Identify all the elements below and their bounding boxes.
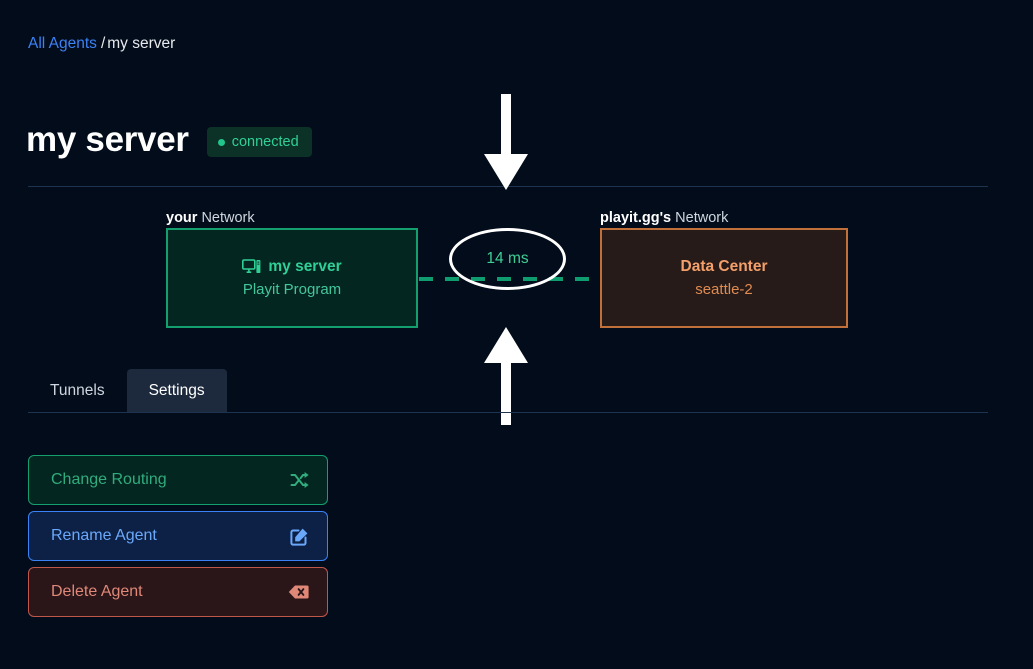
status-badge-label: connected xyxy=(231,134,299,150)
playit-network-label-rest: Network xyxy=(671,210,729,226)
your-network-label: your Network xyxy=(166,209,255,227)
network-diagram: your Network playit.gg's Network xyxy=(0,198,1033,343)
latency-value: 14 ms xyxy=(486,250,529,267)
backspace-delete-icon xyxy=(288,584,309,600)
rename-agent-button[interactable]: Rename Agent xyxy=(28,511,328,561)
node-my-server-subtitle: Playit Program xyxy=(242,280,342,298)
tab-bar-underline xyxy=(28,412,988,413)
title-row: my server connected xyxy=(26,118,312,162)
tab-bar: Tunnels Settings xyxy=(28,369,227,413)
arrow-up-icon xyxy=(478,325,534,430)
delete-agent-label: Delete Agent xyxy=(51,583,143,600)
latency-bubble: 14 ms xyxy=(449,228,566,290)
breadcrumb: All Agents/my server xyxy=(28,34,175,54)
edit-pencil-icon xyxy=(290,527,309,546)
breadcrumb-separator: / xyxy=(100,35,106,52)
delete-agent-button[interactable]: Delete Agent xyxy=(28,567,328,617)
your-network-label-rest: Network xyxy=(197,210,255,226)
tab-tunnels[interactable]: Tunnels xyxy=(28,369,127,413)
your-network-label-strong: your xyxy=(166,210,198,226)
breadcrumb-current: my server xyxy=(107,35,176,52)
node-my-server-title: my server xyxy=(268,257,342,275)
settings-actions: Change Routing Rename Agent xyxy=(28,455,328,617)
status-badge: connected xyxy=(206,127,312,157)
node-data-center: Data Center seattle-2 xyxy=(600,228,848,328)
status-dot-icon xyxy=(217,138,225,146)
playit-network-label-strong: playit.gg's xyxy=(600,210,672,226)
node-data-center-subtitle: seattle-2 xyxy=(695,280,753,298)
tab-settings[interactable]: Settings xyxy=(126,369,227,413)
breadcrumb-link-all-agents[interactable]: All Agents xyxy=(28,35,97,52)
desktop-computer-icon xyxy=(242,258,261,275)
node-data-center-title: Data Center xyxy=(680,257,768,275)
arrow-down-icon xyxy=(478,94,534,195)
shuffle-icon xyxy=(290,471,309,489)
change-routing-label: Change Routing xyxy=(51,471,167,488)
playit-network-label: playit.gg's Network xyxy=(600,209,728,227)
node-my-server: my server Playit Program xyxy=(166,228,418,328)
page-title: my server xyxy=(26,120,189,159)
node-my-server-title-row: my server xyxy=(242,257,342,277)
change-routing-button[interactable]: Change Routing xyxy=(28,455,328,505)
rename-agent-label: Rename Agent xyxy=(51,527,157,544)
